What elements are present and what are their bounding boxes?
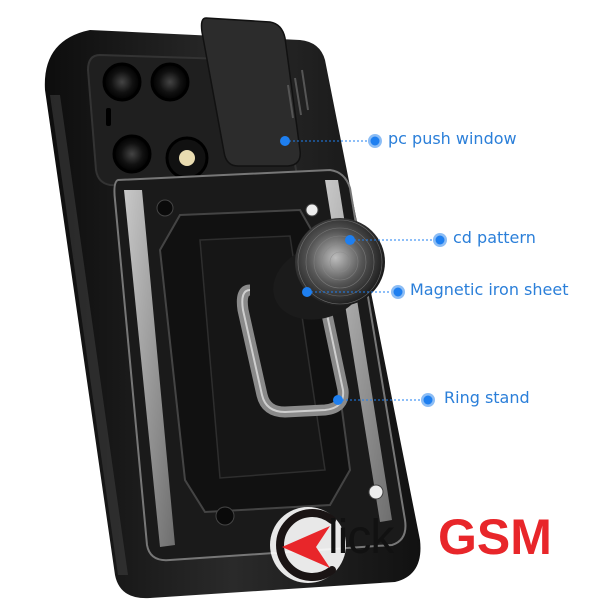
- callout-ring-stand: Ring stand: [444, 388, 530, 407]
- clickgsm-logo-icon: [270, 507, 346, 583]
- pc-push-window-anchor-dot: [280, 136, 290, 146]
- callout-magnetic-iron-sheet: Magnetic iron sheet: [410, 280, 568, 299]
- callout-label: cd pattern: [453, 228, 536, 247]
- clickgsm-watermark: lick GSM: [268, 500, 568, 590]
- callout-pc-push-window: pc push window: [388, 129, 517, 148]
- callout-label: pc push window: [388, 129, 517, 148]
- callout-label: Magnetic iron sheet: [410, 280, 569, 299]
- callout-label: Ring stand: [444, 388, 530, 407]
- logo-text-gsm: GSM: [438, 509, 552, 565]
- logo-text-lick: lick: [328, 511, 394, 564]
- callout-cd-pattern: cd pattern: [453, 228, 536, 247]
